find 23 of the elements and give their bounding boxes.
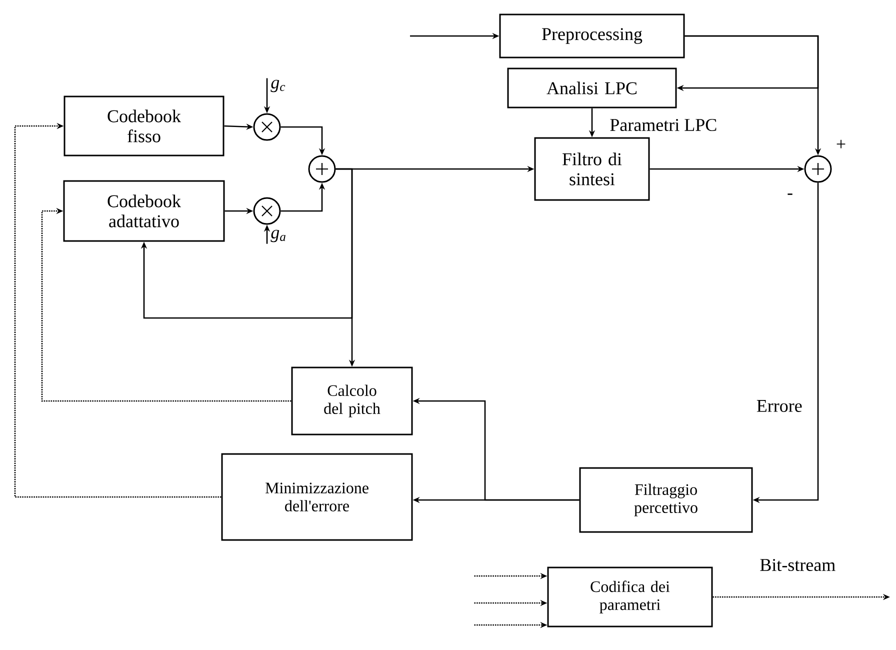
process-box: Analisi LPC	[507, 68, 677, 108]
adder-symbol	[804, 155, 832, 183]
gain-label: g$_{a}$	[270, 230, 286, 242]
process-box: Preprocessing	[499, 14, 685, 58]
process-box: Codebook adattativo	[63, 180, 225, 242]
process-box: Codebook fisso	[64, 96, 224, 156]
gain-label: g$_{c}$	[270, 80, 286, 92]
process-box: Codifica dei parametri	[547, 566, 713, 628]
arrow	[140, 168, 353, 319]
sign-label: +	[836, 140, 846, 148]
edge-label: Errore	[755, 399, 804, 413]
sign-label: -	[788, 194, 792, 195]
adder-symbol	[308, 155, 336, 183]
process-box: Minimizzazione dell'errore	[221, 453, 413, 541]
arrow	[41, 208, 292, 402]
multiplier-symbol	[253, 113, 281, 141]
edge-label: Bit-stream	[758, 558, 837, 572]
arrow	[14, 122, 222, 498]
process-box: Filtraggio percettivo	[579, 467, 753, 533]
multiplier-symbol	[253, 197, 281, 225]
process-box: Filtro di sintesi	[534, 137, 650, 201]
edge-label: Parametri LPC	[608, 118, 718, 132]
process-box: Calcolo del pitch	[291, 366, 413, 436]
